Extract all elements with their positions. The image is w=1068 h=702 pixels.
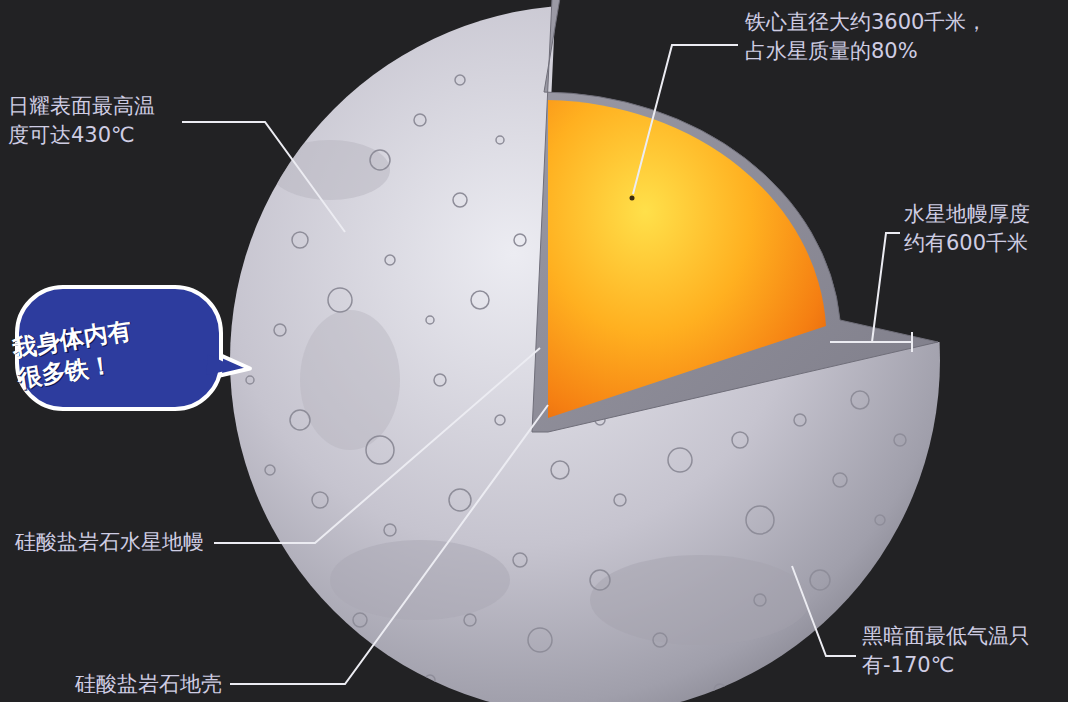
bubble-text: 我身体内有 很多铁！ xyxy=(10,301,227,395)
label-text: 黑暗面最低气温只 有-170℃ xyxy=(862,622,1062,680)
leader-dot xyxy=(630,196,635,201)
bubble-body: 我身体内有 很多铁！ xyxy=(14,284,224,412)
bubble-tail-join xyxy=(206,354,238,374)
leader-lines xyxy=(182,45,912,684)
label-text: 硅酸盐岩石地壳 xyxy=(75,670,222,699)
callout-label: 铁心直径大约3600千米， 占水星质量的80% xyxy=(745,8,1030,66)
callout-label: 水星地幔厚度 约有600千米 xyxy=(904,200,1062,258)
label-text: 日耀表面最高温 度可达430℃ xyxy=(8,92,180,150)
label-text: 硅酸盐岩石水星地幔 xyxy=(15,528,204,557)
callout-label: 硅酸盐岩石地壳 xyxy=(75,670,222,699)
label-text: 铁心直径大约3600千米， 占水星质量的80% xyxy=(745,8,1030,66)
speech-bubble: 我身体内有 很多铁！ xyxy=(14,284,224,412)
callout-label: 黑暗面最低气温只 有-170℃ xyxy=(862,622,1062,680)
label-text: 水星地幔厚度 约有600千米 xyxy=(904,200,1062,258)
mantle-cut-face xyxy=(532,0,938,432)
iron-core xyxy=(548,100,826,418)
callout-label: 日耀表面最高温 度可达430℃ xyxy=(8,92,180,150)
callout-label: 硅酸盐岩石水星地幔 xyxy=(15,528,204,557)
